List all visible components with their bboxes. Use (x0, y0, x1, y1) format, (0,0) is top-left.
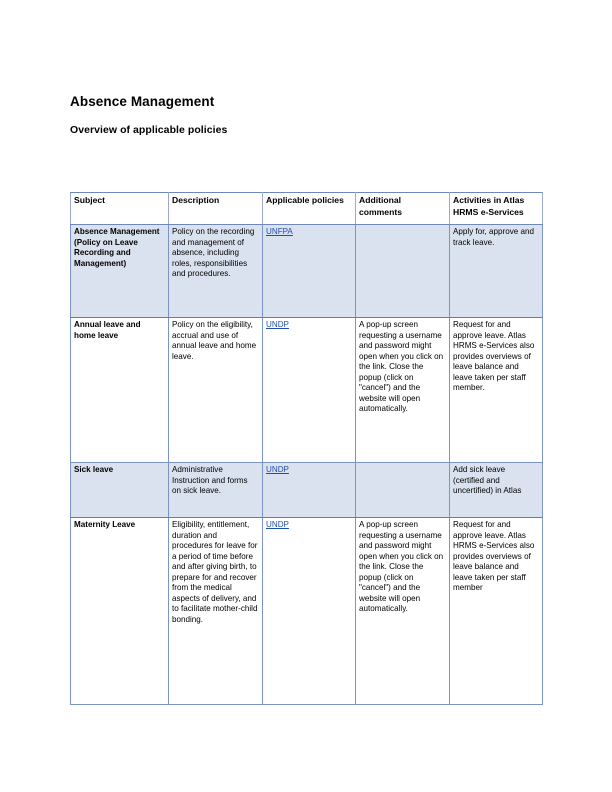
table-row: Maternity Leave Eligibility, entitlement… (70, 517, 543, 705)
cell-description: Eligibility, entitlement, duration and p… (168, 517, 263, 705)
policy-link[interactable]: UNDP (266, 320, 289, 329)
cell-subject: Maternity Leave (70, 517, 169, 705)
column-header-description: Description (168, 192, 263, 225)
table-header-row: Subject Description Applicable policies … (70, 192, 543, 225)
policy-link[interactable]: UNDP (266, 520, 289, 529)
cell-activities: Request for and approve leave. Atlas HRM… (449, 317, 543, 463)
page-title: Absence Management (70, 94, 215, 109)
cell-applicable-policies: UNDP (262, 317, 356, 463)
cell-activities: Request for and approve leave. Atlas HRM… (449, 517, 543, 705)
policy-link[interactable]: UNDP (266, 465, 289, 474)
cell-additional-comments: A pop-up screen requesting a username an… (355, 317, 450, 463)
column-header-activities: Activities in Atlas HRMS e-Services (449, 192, 543, 225)
cell-applicable-policies: UNDP (262, 462, 356, 518)
cell-subject: Absence Management (Policy on Leave Reco… (70, 224, 169, 318)
column-header-applicable-policies: Applicable policies (262, 192, 356, 225)
table-row: Sick leave Administrative Instruction an… (70, 462, 543, 518)
table-row: Annual leave and home leave Policy on th… (70, 317, 543, 463)
table-row: Absence Management (Policy on Leave Reco… (70, 224, 543, 318)
cell-applicable-policies: UNFPA (262, 224, 356, 318)
cell-activities: Apply for, approve and track leave. (449, 224, 543, 318)
policy-link[interactable]: UNFPA (266, 227, 293, 236)
cell-activities: Add sick leave (certified and uncertifie… (449, 462, 543, 518)
column-header-subject: Subject (70, 192, 169, 225)
page-subtitle: Overview of applicable policies (70, 124, 228, 136)
column-header-additional-comments: Additional comments (355, 192, 450, 225)
cell-description: Administrative Instruction and forms on … (168, 462, 263, 518)
cell-additional-comments (355, 462, 450, 518)
cell-additional-comments: A pop-up screen requesting a username an… (355, 517, 450, 705)
absence-policy-table: Subject Description Applicable policies … (70, 192, 543, 705)
cell-description: Policy on the eligibility, accrual and u… (168, 317, 263, 463)
cell-additional-comments (355, 224, 450, 318)
cell-description: Policy on the recording and management o… (168, 224, 263, 318)
cell-applicable-policies: UNDP (262, 517, 356, 705)
cell-subject: Sick leave (70, 462, 169, 518)
cell-subject: Annual leave and home leave (70, 317, 169, 463)
